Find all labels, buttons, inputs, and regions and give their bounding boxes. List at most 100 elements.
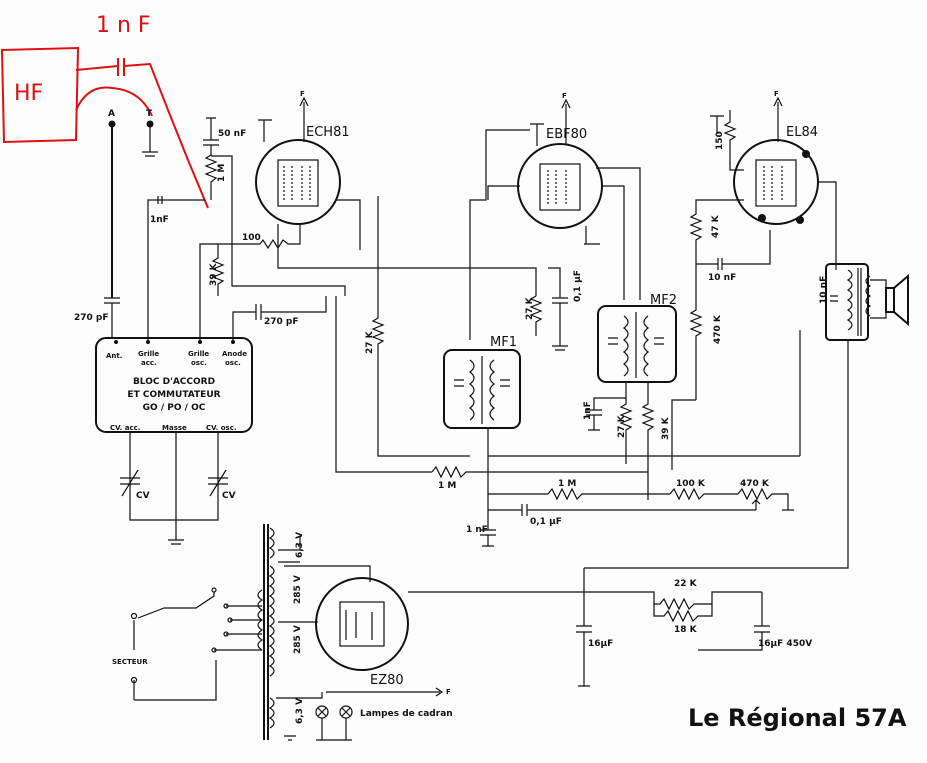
c01-top-group: 27 K 0,1 µF: [525, 267, 583, 351]
c-01uf-top-label: 0,1 µF: [573, 270, 583, 302]
antenna-section: A T 270 pF: [74, 109, 158, 338]
r-27k-mf1-label: 27 K: [525, 296, 535, 320]
mf1-coil-l: [469, 359, 475, 421]
grille-osc-wire: [199, 243, 260, 342]
r-39k-mf2: [641, 382, 655, 500]
c-270pf-osc-label: 270 pF: [264, 317, 299, 327]
r-27k-mf1: [529, 295, 543, 336]
output-core: [857, 268, 862, 336]
c01-ground: [552, 345, 568, 351]
mf2-label: MF2: [650, 293, 677, 308]
r-470k-vol: [737, 487, 789, 510]
ground-50nf: [206, 117, 216, 140]
r-22k-label: 22 K: [674, 579, 698, 589]
mains-taps: [214, 605, 262, 651]
c-50nf: [203, 139, 219, 146]
speaker-wires: [870, 279, 887, 319]
c-1nf-mf2-label: 1nF: [583, 401, 593, 420]
vol-wiper: [751, 499, 761, 510]
c-1nf-grid-label: 1nF: [150, 215, 169, 225]
c-270pf-ant-label: 270 pF: [74, 313, 109, 323]
hf-box: [0, 46, 80, 144]
output-stage: 10 nF: [584, 263, 909, 569]
detection-line: 1 M 1 M 100 K 470 K 1 nF 0,1 µF: [335, 296, 801, 547]
r-18k: [653, 604, 713, 623]
c-01uf-low-label: 0,1 µF: [530, 517, 562, 527]
r-1m-mid: [431, 465, 648, 479]
c-1nf-mf2: [586, 397, 626, 431]
r-39k-osc-label: 39 K: [209, 262, 219, 286]
el84-anode: [818, 181, 837, 270]
hf-wire-to-grid: [123, 62, 209, 209]
el84-stage: EL84 F 150 47 K 10 nF 470 K: [671, 90, 837, 470]
hf-wire-top: [75, 65, 119, 71]
el84-electrodes: [755, 159, 797, 207]
rect-filament-feed: [284, 565, 371, 582]
ez80-label: EZ80: [370, 673, 404, 688]
bus-start: [487, 480, 548, 495]
c-10nf-el84: [696, 230, 771, 270]
pin-anode-osc-label-2: osc.: [225, 359, 241, 367]
ebf80-anode: [602, 185, 625, 300]
pin-cv-osc-label: CV. osc.: [206, 424, 237, 432]
ebf80-tube: [517, 143, 603, 229]
mf1-coil-r: [489, 359, 495, 421]
r-100: [259, 224, 301, 250]
ez80-tube: [315, 577, 409, 671]
r-47k: [689, 199, 744, 264]
pin-grille-osc-label-1: Grille: [188, 350, 209, 358]
secteur-label: SECTEUR: [112, 658, 148, 666]
mf1-transformer: MF1: [443, 129, 530, 480]
r-27k-mf2: [619, 382, 633, 464]
r-22k: [584, 591, 762, 611]
ebf80-ground: [530, 123, 544, 146]
pin-masse-label: Masse: [162, 424, 187, 432]
mf2-transformer: MF2 27 K 39 K 1nF: [583, 293, 677, 500]
r-100k: [669, 487, 738, 501]
mf2-can: [597, 305, 677, 383]
ebf80-grid: [487, 185, 520, 200]
ez80-electrodes: [339, 601, 385, 647]
c-16uf-450v: [698, 592, 770, 651]
r-150-label: 150: [715, 131, 725, 150]
el84-label: EL84: [786, 125, 818, 140]
hf-wire-ground: [75, 86, 153, 117]
bloc-line-3: GO / PO / OC: [143, 403, 206, 413]
ez80-plates: [345, 610, 373, 640]
ht-bus-right: [584, 340, 849, 569]
power-supply: 6,3 V 285 V 285 V 6,3 V F Lampes de cadr…: [112, 524, 812, 741]
cv2-label: CV: [222, 491, 236, 501]
mains-switch: [133, 592, 215, 700]
r-150: [710, 110, 744, 171]
ech81-f-label: F: [300, 90, 305, 98]
r-1m-bus: [547, 487, 670, 501]
r-100-label: 100: [242, 233, 261, 243]
ebf80-stage: EBF80 F: [487, 92, 641, 300]
r-1m-mid-label: 1 M: [438, 481, 456, 491]
c-16uf: [576, 592, 592, 687]
pin-grille-acc-label-2: acc.: [141, 359, 157, 367]
w-285v-a-label: 285 V: [293, 575, 303, 604]
mf1-label: MF1: [490, 335, 517, 350]
ech81-ground-top: [258, 119, 272, 142]
pin-ant-label: Ant.: [106, 352, 122, 360]
hf-capacitor: [117, 58, 125, 76]
c-1nf-grid: [157, 196, 163, 204]
ech81-heater-feed: [299, 96, 309, 142]
ebf80-heater-feed: [561, 98, 571, 144]
ech81-stage: ECH81 F 50 nF 1 M 100 39 K 27 K: [203, 90, 537, 457]
c-10nf-out-label: 10 nF: [819, 276, 829, 304]
r-47k-label: 47 K: [711, 214, 721, 238]
ps-ground-bottom: [284, 735, 296, 741]
el84-heater-feed: [773, 96, 783, 142]
ech81-anode-wire: [336, 199, 361, 250]
r-27k-ech-label: 27 K: [365, 330, 375, 354]
heater-leads-top: [278, 536, 301, 563]
earth-terminal-label: T: [146, 109, 153, 119]
ebf80-diode: [596, 167, 641, 300]
lampes-label: Lampes de cadran: [360, 709, 453, 719]
lamps-ground: [316, 718, 352, 741]
anode-osc-wire: [232, 311, 256, 342]
mains-return: [134, 660, 217, 701]
